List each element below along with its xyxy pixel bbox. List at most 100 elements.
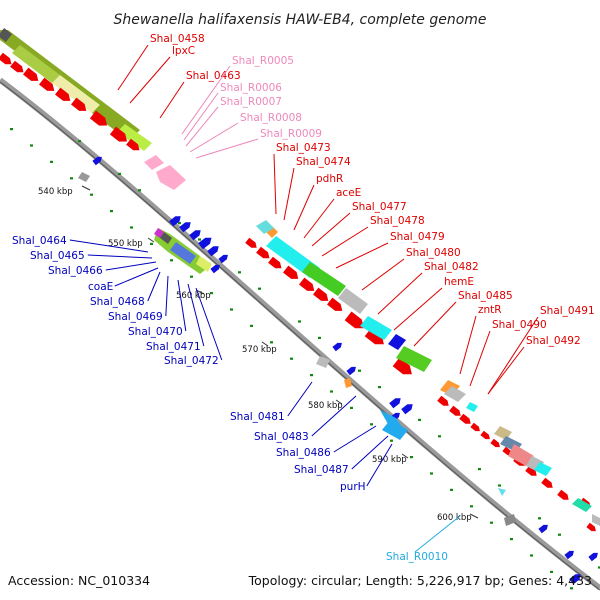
- gc-skew-dot: [318, 336, 321, 339]
- leader-line: [187, 283, 205, 347]
- gene-block-cyan: [534, 462, 552, 476]
- forward-gene-label: Shal_0479: [390, 231, 445, 243]
- gc-skew-dot: [498, 484, 501, 487]
- misc-label: Shal_R0010: [386, 551, 448, 563]
- gene-block-green: [396, 346, 432, 372]
- tick-label: 570 kbp: [242, 345, 277, 355]
- gene-arrow: [541, 477, 553, 488]
- gc-dot: [450, 488, 453, 491]
- gc-dot: [310, 374, 313, 377]
- forward-gene-label: Shal_0491: [540, 305, 595, 317]
- gc-dot: [350, 406, 353, 409]
- gc-dot: [550, 570, 553, 573]
- gc-skew-dot: [378, 386, 381, 389]
- reverse-gene-label: Shal_0483: [254, 431, 309, 443]
- leader-line: [273, 153, 277, 215]
- leader-line: [366, 443, 393, 487]
- forward-gene-arrows: [0, 52, 596, 532]
- gene-arrow: [0, 52, 12, 65]
- gene-arrow: [564, 550, 574, 560]
- gc-dot: [130, 226, 133, 229]
- gc-dot: [50, 160, 53, 163]
- leader-line: [487, 346, 525, 395]
- gc-dot: [370, 423, 373, 426]
- forward-gene-label: aceE: [336, 187, 361, 199]
- leader-line: [69, 239, 149, 253]
- gene-arrow: [55, 87, 71, 101]
- leader-line: [87, 254, 153, 259]
- gc-dot: [430, 472, 433, 475]
- gene-arrow: [313, 287, 329, 301]
- reverse-gene-labels: Shal_0464Shal_0465Shal_0466coaEShal_0468…: [12, 235, 393, 493]
- leader-line: [333, 425, 377, 453]
- forward-gene-label: Shal_0473: [276, 142, 331, 154]
- leader-line: [195, 287, 223, 361]
- reverse-gene-label: Shal_0470: [128, 326, 183, 338]
- tick-label: 580 kbp: [308, 401, 343, 411]
- gc-dot: [290, 357, 293, 360]
- gc-dot: [230, 308, 233, 311]
- gene-arrow: [109, 126, 128, 142]
- gc-dot: [170, 259, 173, 262]
- leader-line: [159, 81, 185, 119]
- leader-line: [147, 271, 161, 302]
- gene-block-tan: [494, 426, 512, 440]
- gene-arrow: [459, 413, 471, 424]
- gc-skew-dot: [198, 238, 201, 241]
- leader-line: [335, 242, 389, 269]
- forward-gene-label: hemE: [444, 276, 474, 288]
- gene-arrow: [10, 60, 24, 73]
- gc-skew-dot: [118, 172, 121, 175]
- reverse-gene-label: Shal_0487: [294, 464, 349, 476]
- gc-dot: [530, 554, 533, 557]
- gene-block-grey: [592, 514, 600, 526]
- leader-line: [487, 316, 539, 395]
- rna-gene: [156, 165, 186, 190]
- gene-arrow: [364, 327, 384, 345]
- gc-dot: [110, 210, 113, 213]
- gene-arrow: [92, 156, 102, 166]
- gene-arrow: [126, 138, 140, 151]
- forward-gene-label: Shal_0492: [526, 335, 581, 347]
- gene-arrow: [179, 222, 191, 233]
- leader-line: [287, 381, 313, 417]
- gc-skew-dot: [238, 271, 241, 274]
- gc-dot: [490, 521, 493, 524]
- forward-gene-label: Shal_0478: [370, 215, 425, 227]
- gc-dot: [330, 390, 333, 393]
- leader-line: [321, 226, 369, 257]
- gene-arrow: [346, 366, 356, 376]
- leader-line: [195, 138, 259, 159]
- gene-arrow: [437, 395, 449, 406]
- gene-arrow: [207, 246, 219, 257]
- reverse-gene-label: Shal_0471: [146, 341, 201, 353]
- tick-label: 600 kbp: [437, 513, 472, 523]
- misc-feature-labels: Shal_R0010: [386, 515, 461, 563]
- leader-line: [177, 279, 187, 332]
- rna-gene-label: Shal_R0009: [260, 128, 322, 140]
- gene-block-grey: [444, 386, 466, 402]
- rna-gene-label: Shal_R0007: [220, 96, 282, 108]
- gene-block-cyan: [256, 220, 274, 234]
- tick-label: 560 kbp: [176, 291, 211, 301]
- gene-block-teal: [572, 498, 592, 512]
- gene-arrow: [189, 230, 201, 241]
- leader-line: [361, 258, 405, 291]
- gene-arrow: [169, 216, 181, 227]
- kbp-ticks: 540 kbp 550 kbp 560 kbp 570 kbp 580 kbp …: [38, 185, 479, 523]
- gene-arrow: [538, 524, 548, 534]
- gc-dot: [90, 193, 93, 196]
- gene-arrow: [401, 404, 413, 415]
- gene-arrow: [449, 405, 461, 416]
- gc-dot: [30, 144, 33, 147]
- rna-gene-label: Shal_R0008: [240, 112, 302, 124]
- rna-gene-label: Shal_R0006: [220, 82, 282, 94]
- gene-arrow: [39, 77, 55, 91]
- leader-line: [459, 315, 477, 375]
- gc-dot: [150, 242, 153, 245]
- gene-arrow: [569, 574, 581, 585]
- gene-arrow: [586, 522, 596, 532]
- gene-arrow: [256, 246, 270, 259]
- forward-gene-label: Shal_0458: [150, 33, 205, 45]
